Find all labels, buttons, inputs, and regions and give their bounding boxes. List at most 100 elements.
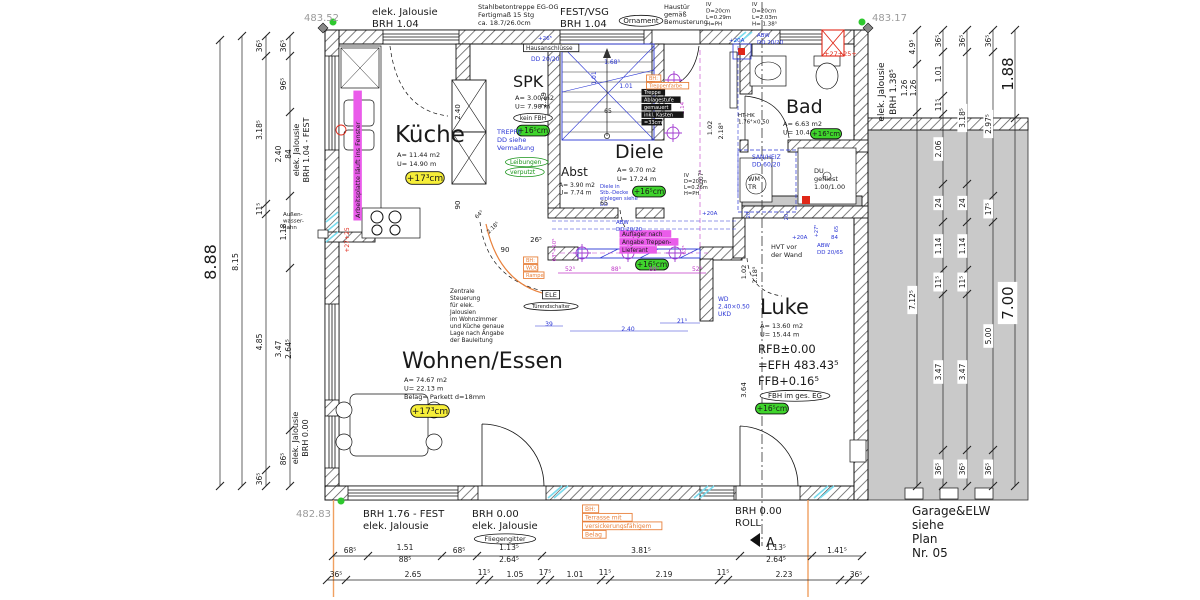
svg-text:2.40: 2.40 [454,104,462,120]
note-wd-1: WD [718,296,729,303]
cyan-mark [547,485,569,499]
note-haustuer-2: gemäß [664,11,687,19]
svg-text:DD 20/20: DD 20/20 [616,227,643,233]
svg-text:2.40×0.50: 2.40×0.50 [718,304,750,311]
svg-text:Rampe: Rampe [526,273,544,279]
garage-note-1: Garage&ELW [912,504,990,518]
svg-text:11⁵: 11⁵ [958,276,967,289]
dim-r3-365t: 36⁵ [958,35,967,48]
svg-text:65: 65 [604,108,612,115]
dim-b2-115c: 11⁵ [717,568,730,577]
svg-text:2.06: 2.06 [934,140,943,157]
svg-text:3.47: 3.47 [934,363,943,380]
note-zentrale-3: für elek. [450,303,474,309]
svg-text:Ablagestufe: Ablagestufe [644,98,674,104]
wall-luke-west [699,258,714,322]
svg-text:U= 7.98 m: U= 7.98 m [515,103,550,111]
svg-text:483.17: 483.17 [872,13,907,24]
room-kueche-title: Küche [395,122,465,148]
svg-text:Belag: Belag [585,532,602,539]
room-diele-area: A= 9.70 m2 [617,166,656,174]
svg-text:Garage&ELW: Garage&ELW [912,504,990,518]
svg-text:+27+25+: +27+25+ [824,50,857,58]
svg-text:+27+25: +27+25 [344,227,351,253]
svg-text:1.14: 1.14 [934,237,943,254]
room-wohnen-title: Wohnen/Essen [402,349,563,374]
svg-text:1.02: 1.02 [706,121,714,135]
svg-text:2.65: 2.65 [405,570,422,579]
note-bh-rampe-3: Rampe [523,271,545,279]
bath-fixtures [729,51,867,463]
svg-text:4.9⁵: 4.9⁵ [908,40,917,55]
note-abw-top-1: ABW [757,33,770,39]
svg-text:52⁵: 52⁵ [692,266,703,273]
dim-r1-495: 4.9⁵ [908,40,917,55]
dim-chain [938,25,948,491]
dim-r2-365t: 36⁵ [934,35,943,48]
note-jalousie-top-2: BRH 1.04 [372,19,419,30]
svg-text:Fliegengitter: Fliegengitter [484,535,526,543]
chair [425,433,443,451]
svg-text:36⁵: 36⁵ [850,570,863,579]
note-roll-2: ROLL [735,518,761,529]
table [349,393,429,457]
note-diele-dd-4: DD [600,202,608,208]
dim-r3-114: 1.14 [957,234,968,258]
dim-r1-126a: 1.26 [900,79,909,96]
dim-r4-500: 5.00 [983,324,994,348]
blue-dashed-runs [552,46,739,230]
note-arbeitsplatte: Arbeitsplatte läuft ins Fenster [353,90,362,221]
dim-r2-206: 2.06 [933,137,944,161]
door-terrace-west [477,423,547,501]
dim-r2-365b: 36⁵ [933,459,944,479]
room-luke-title: Luke [760,295,809,319]
note-iv1-2: D=20cm [706,9,730,15]
svg-text:84: 84 [831,235,838,241]
svg-text:2.64⁵: 2.64⁵ [284,339,293,359]
room-wohnen-height: +17³cm [410,404,450,418]
dim-mag-885b: 88⁵ [649,266,660,273]
svg-text:2.64⁵: 2.64⁵ [499,555,519,564]
svg-text:3.81⁵: 3.81⁵ [631,546,651,555]
windows [324,29,823,501]
garage-marker [904,487,924,500]
svg-text:Jalousien: Jalousien [449,310,476,316]
room-luke-height: +16⁵cm [755,402,789,415]
dim-20-v2: 20 [784,214,790,220]
svg-text:hahn: hahn [283,225,297,231]
room-kueche-height: +17³cm [405,171,445,185]
room-abst-umfang: U= 7.74 m [559,190,592,197]
svg-text:65: 65 [834,226,840,232]
svg-text:elek. Jalousie: elek. Jalousie [363,521,429,532]
room-spk-area: A= 3.00 m2 [515,94,554,102]
note-jalousie-top-1: elek. Jalousie [372,7,438,18]
svg-text:1.41⁵: 1.41⁵ [827,546,847,555]
svg-text:1.76⁴×0.50: 1.76⁴×0.50 [738,119,770,126]
wall-kueche-spk [455,43,471,81]
svg-text:+16⁵cm: +16⁵cm [634,187,664,196]
room-kueche-umfang: U= 14.90 m [397,160,436,168]
door-bad [744,95,790,140]
note-jalousie-left-2: BRH 1.04 - FEST [302,117,311,182]
garage-note-4: Nr. 05 [912,546,948,560]
room-luke-area: A= 13.60 m2 [760,322,803,330]
note-jalousie-left-1: elek. Jalousie [292,124,301,177]
dim-r3-365b: 36⁵ [957,459,968,479]
svg-text:HVT vor: HVT vor [771,243,797,251]
room-mid-height: +16⁵cm [635,258,669,271]
note-auflager-2: Angabe Treppen- [619,238,679,246]
svg-text:+27⁵: +27⁵ [814,225,820,238]
dim-27-25-top: +27+25+ [824,50,857,58]
svg-text:L=0.29m: L=0.29m [706,15,731,21]
dim-chain [322,575,870,585]
svg-text:BRH 1.76 - FEST: BRH 1.76 - FEST [363,509,445,520]
dim-b1-685b: 68⁵ [453,546,466,555]
svg-text:BH:: BH: [526,258,535,264]
svg-text:H=PH: H=PH [706,22,722,28]
stair-walkline-arrow [603,48,611,58]
door-swing-kueche [389,45,449,117]
dim-645-diag: 64⁵ [473,209,484,220]
svg-text:68⁵: 68⁵ [453,546,466,555]
svg-text:Diele: Diele [615,141,664,163]
